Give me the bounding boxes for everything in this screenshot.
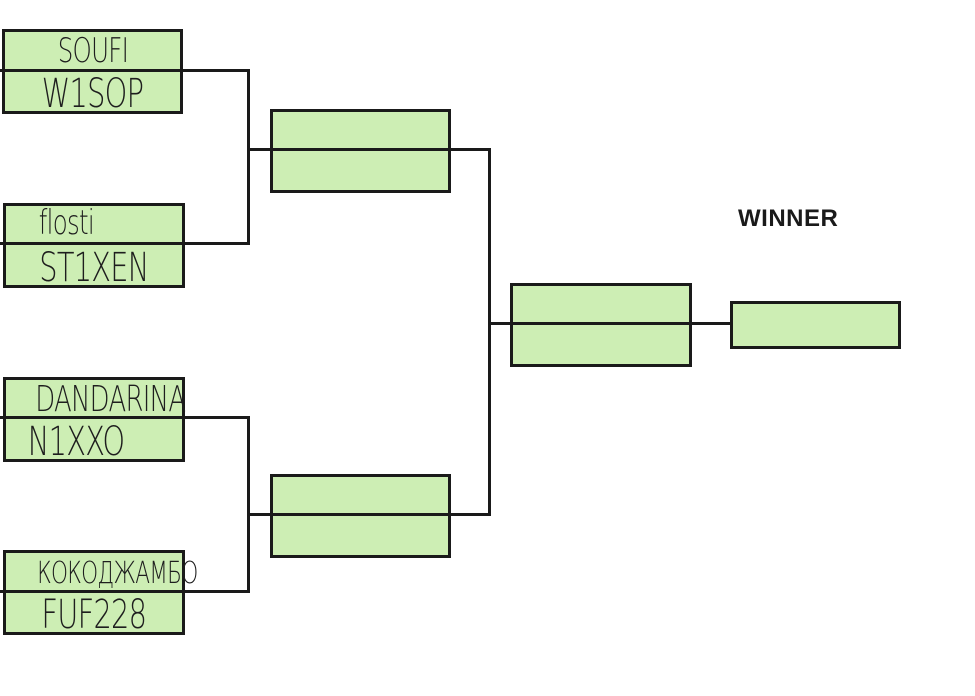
player-name-text: SOUFI — [57, 31, 128, 71]
connector-line — [0, 69, 250, 72]
connector-line — [0, 242, 250, 245]
match-box-final — [510, 283, 692, 367]
player-name: КОКОДЖАМБО — [6, 559, 198, 589]
match-box-sf-1 — [270, 109, 451, 193]
player-name-text: FUF228 — [41, 592, 148, 638]
player-name-text: ST1XEN — [39, 245, 149, 291]
player-name: W1SOP — [5, 74, 180, 114]
player-name: DANDARINA — [6, 379, 186, 420]
player-name-text: DANDARINA — [35, 379, 186, 420]
match-box-r1-3: DANDARINA N1XXO — [0, 377, 186, 462]
player-name-text: N1XXO — [27, 419, 125, 465]
player-name: flosti — [0, 206, 154, 240]
player-name-text: W1SOP — [41, 71, 144, 117]
connector-line — [247, 69, 250, 245]
player-name: FUF228 — [6, 595, 182, 635]
connector-line — [247, 148, 490, 151]
player-name-text: flosti — [38, 203, 94, 243]
player-name-text: КОКОДЖАМБО — [37, 556, 198, 591]
player-name: N1XXO — [0, 422, 164, 462]
connector-line — [0, 590, 250, 593]
match-box-sf-2 — [270, 474, 451, 558]
match-box-r1-2: flosti ST1XEN — [3, 203, 185, 288]
connector-line — [0, 416, 250, 419]
player-name: SOUFI — [5, 34, 180, 68]
winner-box — [730, 301, 901, 349]
connector-line — [247, 416, 250, 593]
connector-line — [247, 513, 490, 516]
connector-line — [488, 148, 491, 516]
winner-label: WINNER — [738, 205, 839, 232]
connector-line — [488, 322, 730, 325]
player-name: ST1XEN — [6, 248, 182, 288]
